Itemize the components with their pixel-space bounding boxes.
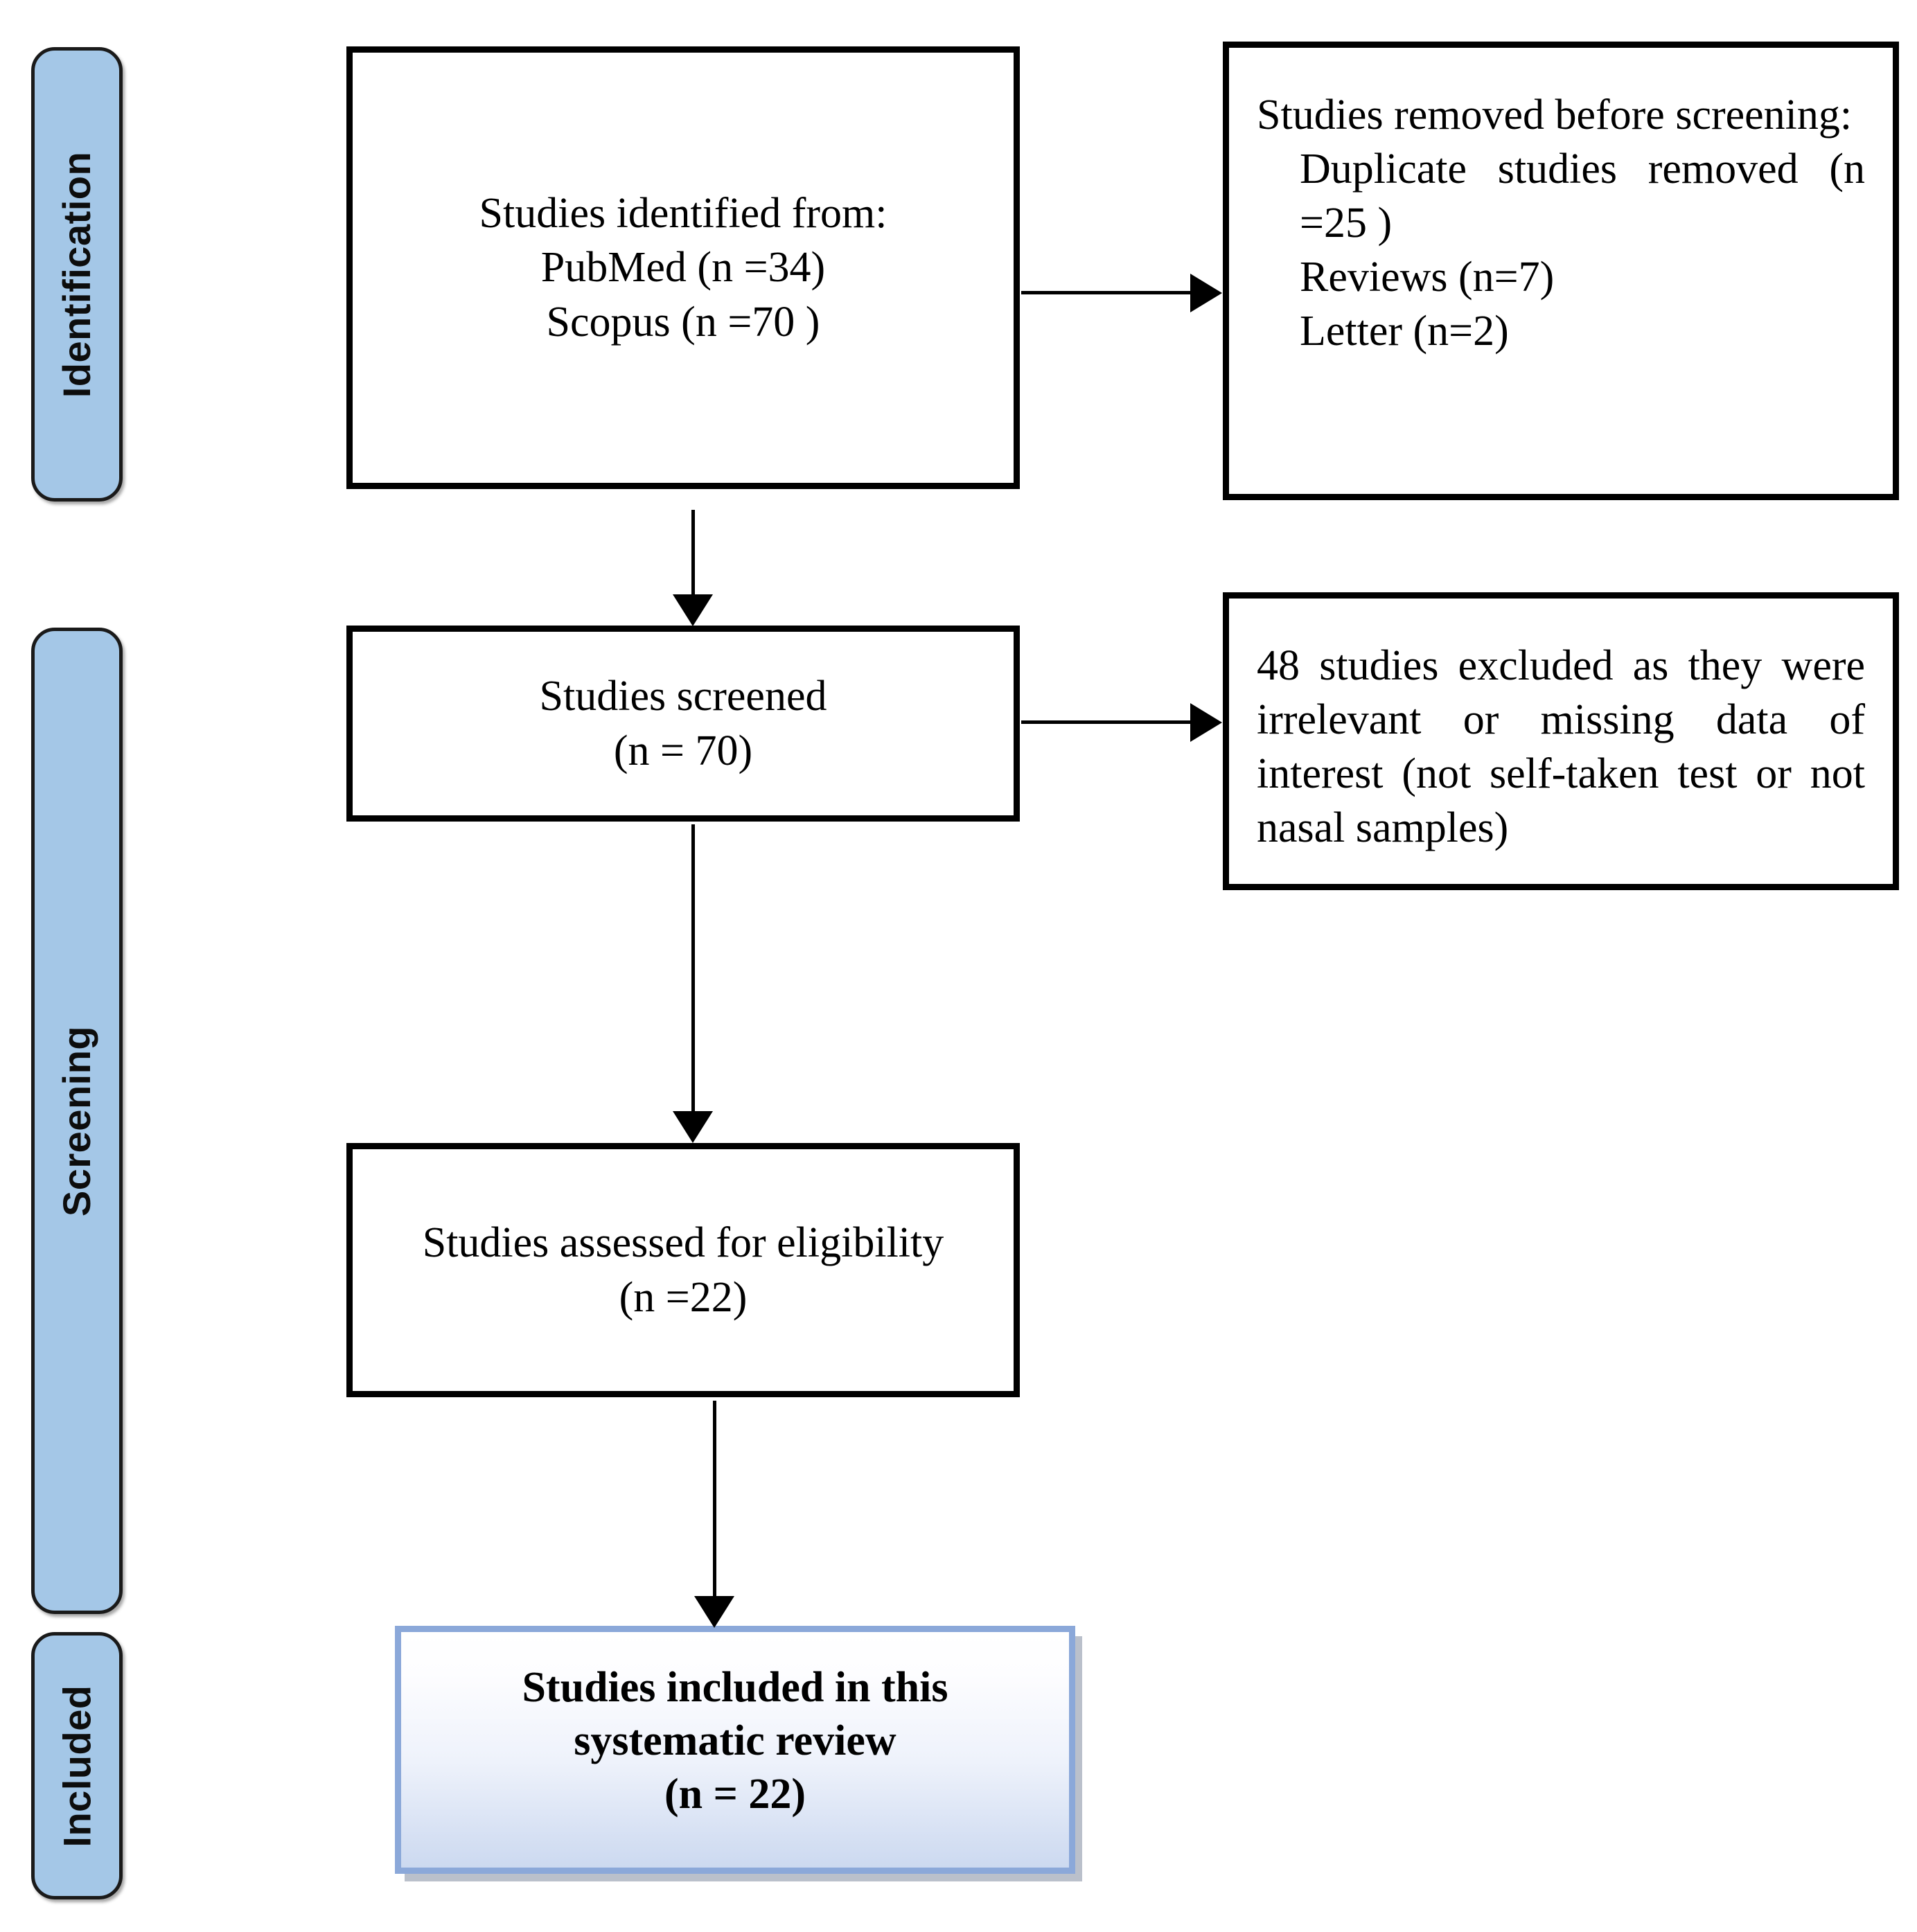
box-studies-excluded: 48 studies excluded as they were irrelev… — [1223, 592, 1899, 890]
removed-line-3: Reviews (n=7) — [1300, 254, 1555, 301]
connector-identified-to-removed-line — [1021, 291, 1194, 294]
connector-screened-to-eligibility-line — [691, 824, 695, 1115]
identified-line-2: PubMed (n =34) — [540, 244, 826, 292]
connector-identified-to-screened-arrowhead-icon — [673, 594, 713, 626]
excluded-line-1: 48 studies excluded as they were irrelev… — [1257, 642, 1865, 852]
connector-eligibility-to-included-arrowhead-icon — [694, 1596, 734, 1628]
included-line-3: (n = 22) — [664, 1770, 806, 1818]
box-studies-included: Studies included in this systematic revi… — [395, 1626, 1075, 1874]
removed-line-4: Letter (n=2) — [1300, 308, 1509, 355]
screened-line-2: (n = 70) — [613, 727, 753, 774]
connector-screened-to-excluded-line — [1021, 720, 1194, 724]
removed-line-1: Studies removed before screening: — [1257, 91, 1853, 139]
box-studies-removed-before-screening: Studies removed before screening: Duplic… — [1223, 42, 1899, 500]
connector-screened-to-excluded-arrowhead-icon — [1190, 703, 1222, 742]
box-studies-screened: Studies screened (n = 70) — [346, 626, 1020, 822]
stage-label-identification: Identification — [55, 151, 99, 398]
stage-label-included: Included — [55, 1684, 99, 1847]
stage-bar-included: Included — [31, 1632, 123, 1899]
included-line-1: Studies included in this — [522, 1664, 948, 1711]
stage-bar-screening: Screening — [31, 628, 123, 1614]
identified-line-3: Scopus (n =70 ) — [546, 298, 820, 346]
eligibility-line-2: (n =22) — [619, 1273, 748, 1321]
box-studies-identified: Studies identified from: PubMed (n =34) … — [346, 46, 1020, 489]
box-studies-assessed-for-eligibility: Studies assessed for eligibility (n =22) — [346, 1143, 1020, 1397]
connector-screened-to-eligibility-arrowhead-icon — [673, 1111, 713, 1143]
included-line-2: systematic review — [574, 1717, 896, 1764]
connector-identified-to-removed-arrowhead-icon — [1190, 274, 1222, 312]
screened-line-1: Studies screened — [539, 673, 827, 720]
removed-line-2: Duplicate studies removed (n =25 ) — [1300, 145, 1865, 247]
identified-line-1: Studies identified from: — [479, 190, 887, 238]
stage-label-screening: Screening — [55, 1025, 99, 1216]
eligibility-line-1: Studies assessed for eligibility — [422, 1219, 944, 1267]
connector-eligibility-to-included-line — [713, 1401, 716, 1602]
connector-identified-to-screened-line — [691, 510, 695, 599]
stage-bar-identification: Identification — [31, 47, 123, 502]
